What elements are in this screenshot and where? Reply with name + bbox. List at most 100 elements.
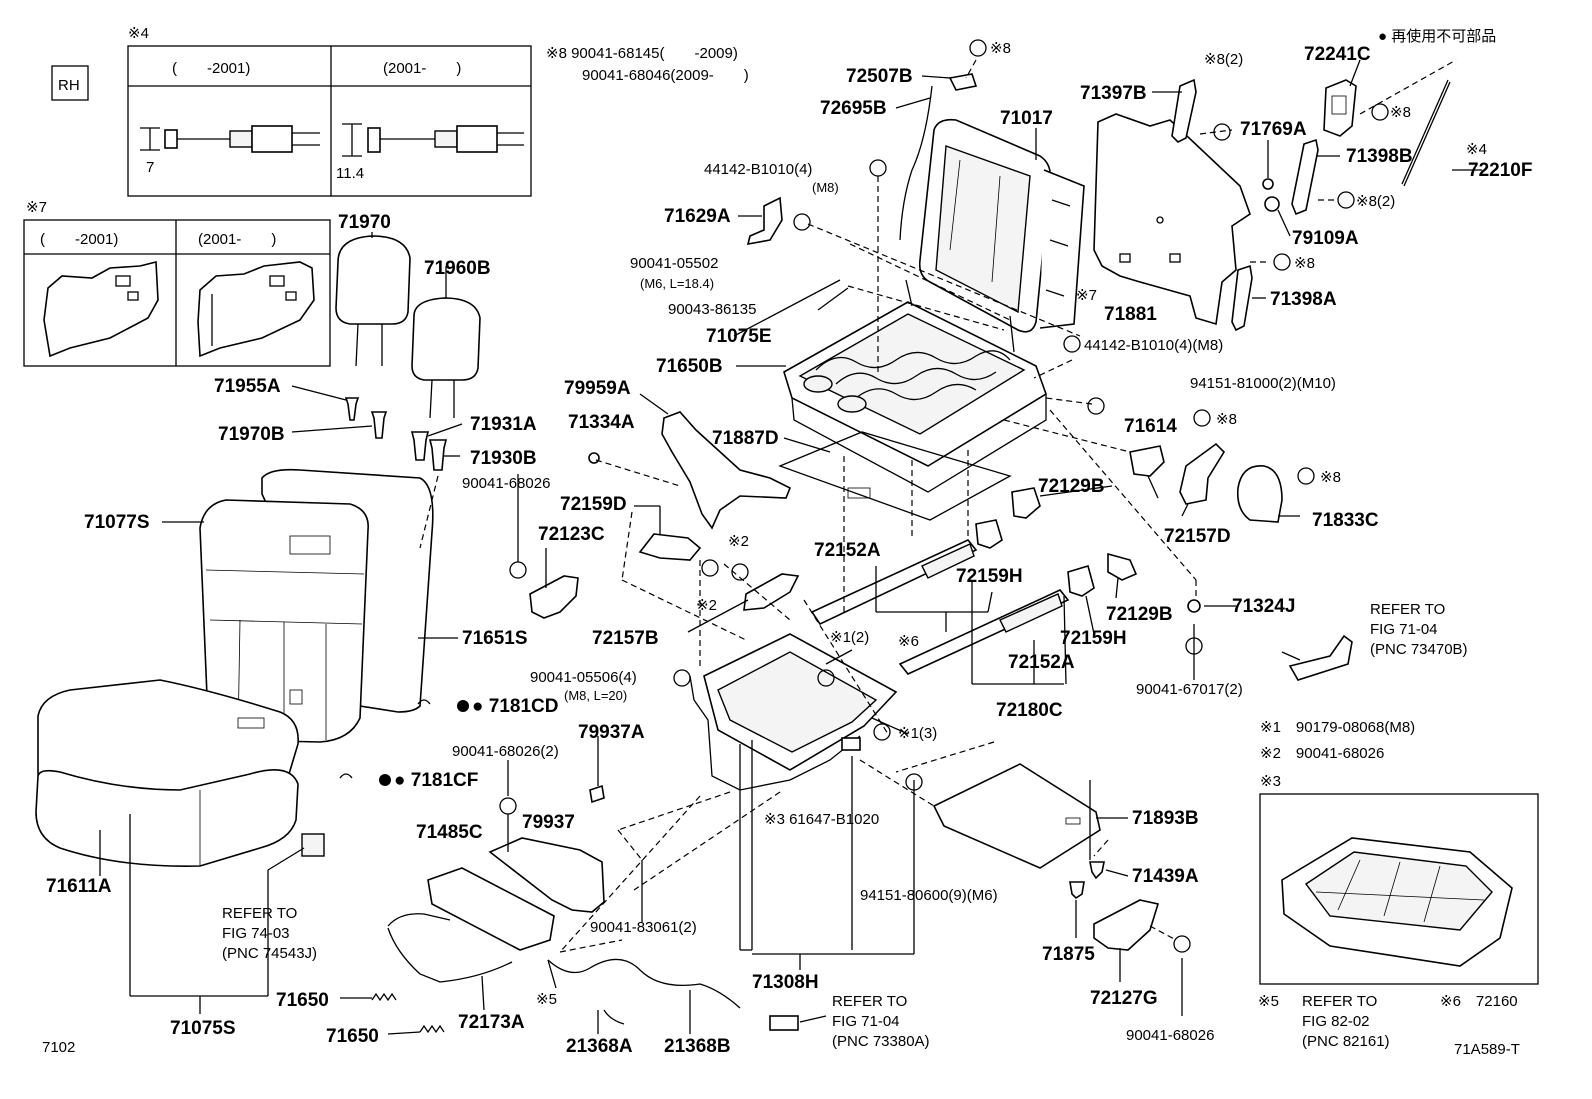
label-71077S[interactable]: 71077S <box>84 512 150 533</box>
label-72129B-b[interactable]: 72129B <box>1106 604 1173 625</box>
label-71650B[interactable]: 71650B <box>656 356 723 377</box>
label-21368A[interactable]: 21368A <box>566 1036 633 1057</box>
label-71398B[interactable]: 71398B <box>1346 146 1413 167</box>
ref-73470B-line3[interactable]: (PNC 73470B) <box>1370 641 1468 658</box>
label-71334A[interactable]: 71334A <box>568 412 635 433</box>
label-71833C[interactable]: 71833C <box>1312 510 1379 531</box>
label-71650-a[interactable]: 71650 <box>276 990 329 1011</box>
label-90041-68026-a[interactable]: 90041-68026 <box>462 475 550 492</box>
ref-73470B-line1[interactable]: REFER TO <box>1370 601 1445 618</box>
label-71955A[interactable]: 71955A <box>214 376 281 397</box>
clip-79937A <box>589 784 605 804</box>
label-71893B[interactable]: 71893B <box>1132 808 1199 829</box>
label-71075S[interactable]: 71075S <box>170 1018 236 1039</box>
footnote-5-line2[interactable]: FIG 82-02 <box>1302 1013 1370 1030</box>
label-72157D[interactable]: 72157D <box>1164 526 1231 547</box>
label-94151-80600[interactable]: 94151-80600(9)(M6) <box>860 887 998 904</box>
label-90041-67017[interactable]: 90041-67017(2) <box>1136 681 1243 698</box>
inset-7-col1: ( -2001) <box>40 231 118 248</box>
label-44142-b[interactable]: 44142-B1010(4)(M8) <box>1084 337 1223 354</box>
label-72157B[interactable]: 72157B <box>592 628 659 649</box>
label-72152A-b[interactable]: 72152A <box>1008 652 1075 673</box>
cover-72129B-b <box>1107 552 1138 581</box>
ref-73380A-line1[interactable]: REFER TO <box>832 993 907 1010</box>
label-72159H-a[interactable]: 72159H <box>956 566 1023 587</box>
label-21368B[interactable]: 21368B <box>664 1036 731 1057</box>
label-71324J[interactable]: 71324J <box>1232 596 1295 617</box>
ref-73470B-line2[interactable]: FIG 71-04 <box>1370 621 1438 638</box>
ref-73380A-line3[interactable]: (PNC 73380A) <box>832 1033 930 1050</box>
label-71970B[interactable]: 71970B <box>218 424 285 445</box>
label-71930B[interactable]: 71930B <box>470 448 537 469</box>
label-72695B[interactable]: 72695B <box>820 98 887 119</box>
label-71308H[interactable]: 71308H <box>752 972 819 993</box>
label-71769A[interactable]: 71769A <box>1240 119 1307 140</box>
label-79937A[interactable]: 79937A <box>578 722 645 743</box>
label-72173A[interactable]: 72173A <box>458 1012 525 1033</box>
note-8-line2: 90041-68046(2009- ) <box>582 67 749 84</box>
label-71651S[interactable]: 71651S <box>462 628 528 649</box>
label-79937[interactable]: 79937 <box>522 812 575 833</box>
headrest-71960B <box>411 297 481 419</box>
label-71629A[interactable]: 71629A <box>664 206 731 227</box>
label-90041-05506[interactable]: 90041-05506(4) <box>530 669 637 686</box>
cover-72159H-b <box>1067 564 1095 597</box>
note-71398A: ※8 <box>1294 255 1315 272</box>
label-71931A[interactable]: 71931A <box>470 414 537 435</box>
label-72210F[interactable]: 72210F <box>1468 160 1532 181</box>
pad-71887D <box>778 431 1012 521</box>
cover-72159H-a <box>975 519 1003 549</box>
label-71970[interactable]: 71970 <box>338 212 391 233</box>
ref-74543J-line3[interactable]: (PNC 74543J) <box>222 945 317 962</box>
seatback-frame-71017 <box>918 118 1085 333</box>
ref-73380A-line2[interactable]: FIG 71-04 <box>832 1013 900 1030</box>
label-44142-a[interactable]: 44142-B1010(4) <box>704 161 812 178</box>
label-90041-05502[interactable]: 90041-05502 <box>630 255 718 272</box>
label-7181CF[interactable]: ● 7181CF <box>394 770 478 791</box>
label-90043-86135[interactable]: 90043-86135 <box>668 301 756 318</box>
label-72123C[interactable]: 72123C <box>538 524 605 545</box>
label-72180C[interactable]: 72180C <box>996 700 1063 721</box>
footnote-5-line1[interactable]: REFER TO <box>1302 993 1377 1010</box>
label-71485C[interactable]: 71485C <box>416 822 483 843</box>
label-7181CD[interactable]: ● 7181CD <box>472 696 558 717</box>
label-72129B-a[interactable]: 72129B <box>1038 476 1105 497</box>
label-79109A[interactable]: 79109A <box>1292 228 1359 249</box>
label-72241C[interactable]: 72241C <box>1304 44 1371 65</box>
label-72159D[interactable]: 72159D <box>560 494 627 515</box>
label-72159H-b[interactable]: 72159H <box>1060 628 1127 649</box>
label-71881[interactable]: 71881 <box>1104 304 1157 325</box>
label-71614[interactable]: 71614 <box>1124 416 1177 437</box>
label-90041-68026-2[interactable]: 90041-68026(2) <box>452 743 559 760</box>
label-94151-81000[interactable]: 94151-81000(2)(M10) <box>1190 375 1336 392</box>
label-71650-b[interactable]: 71650 <box>326 1026 379 1047</box>
label-71875[interactable]: 71875 <box>1042 944 1095 965</box>
nut-71324J <box>1187 599 1201 613</box>
label-71075E[interactable]: 71075E <box>706 326 772 347</box>
label-71398A[interactable]: 71398A <box>1270 289 1337 310</box>
label-71887D[interactable]: 71887D <box>712 428 779 449</box>
label-72152A-a[interactable]: 72152A <box>814 540 881 561</box>
label-71439A[interactable]: 71439A <box>1132 866 1199 887</box>
note-2-b: ※2 <box>696 597 717 614</box>
label-90041-68026-b[interactable]: 90041-68026 <box>1126 1027 1214 1044</box>
label-71017[interactable]: 71017 <box>1000 108 1053 129</box>
non-reusable-legend: ● 再使用不可部品 <box>1378 28 1496 45</box>
label-72507B[interactable]: 72507B <box>846 66 913 87</box>
label-72127G[interactable]: 72127G <box>1090 988 1158 1009</box>
footnote-3: ※3 <box>1260 773 1281 790</box>
footnote-5-line3[interactable]: (PNC 82161) <box>1302 1033 1390 1050</box>
pin-71334A <box>588 452 600 464</box>
label-71960B[interactable]: 71960B <box>424 258 491 279</box>
headrest-71970 <box>335 235 411 367</box>
circle-markers <box>499 39 1389 953</box>
ref-74543J-line2[interactable]: FIG 74-03 <box>222 925 290 942</box>
rh-box <box>51 65 89 101</box>
label-79959A[interactable]: 79959A <box>564 378 631 399</box>
label-71611A[interactable]: 71611A <box>46 876 112 897</box>
label-61647-B1020[interactable]: ※3 61647-B1020 <box>764 811 879 828</box>
label-71397B[interactable]: 71397B <box>1080 83 1147 104</box>
ref-74543J-line1[interactable]: REFER TO <box>222 905 297 922</box>
label-90041-83061[interactable]: 90041-83061(2) <box>590 919 697 936</box>
bracket-79959A <box>661 411 792 530</box>
